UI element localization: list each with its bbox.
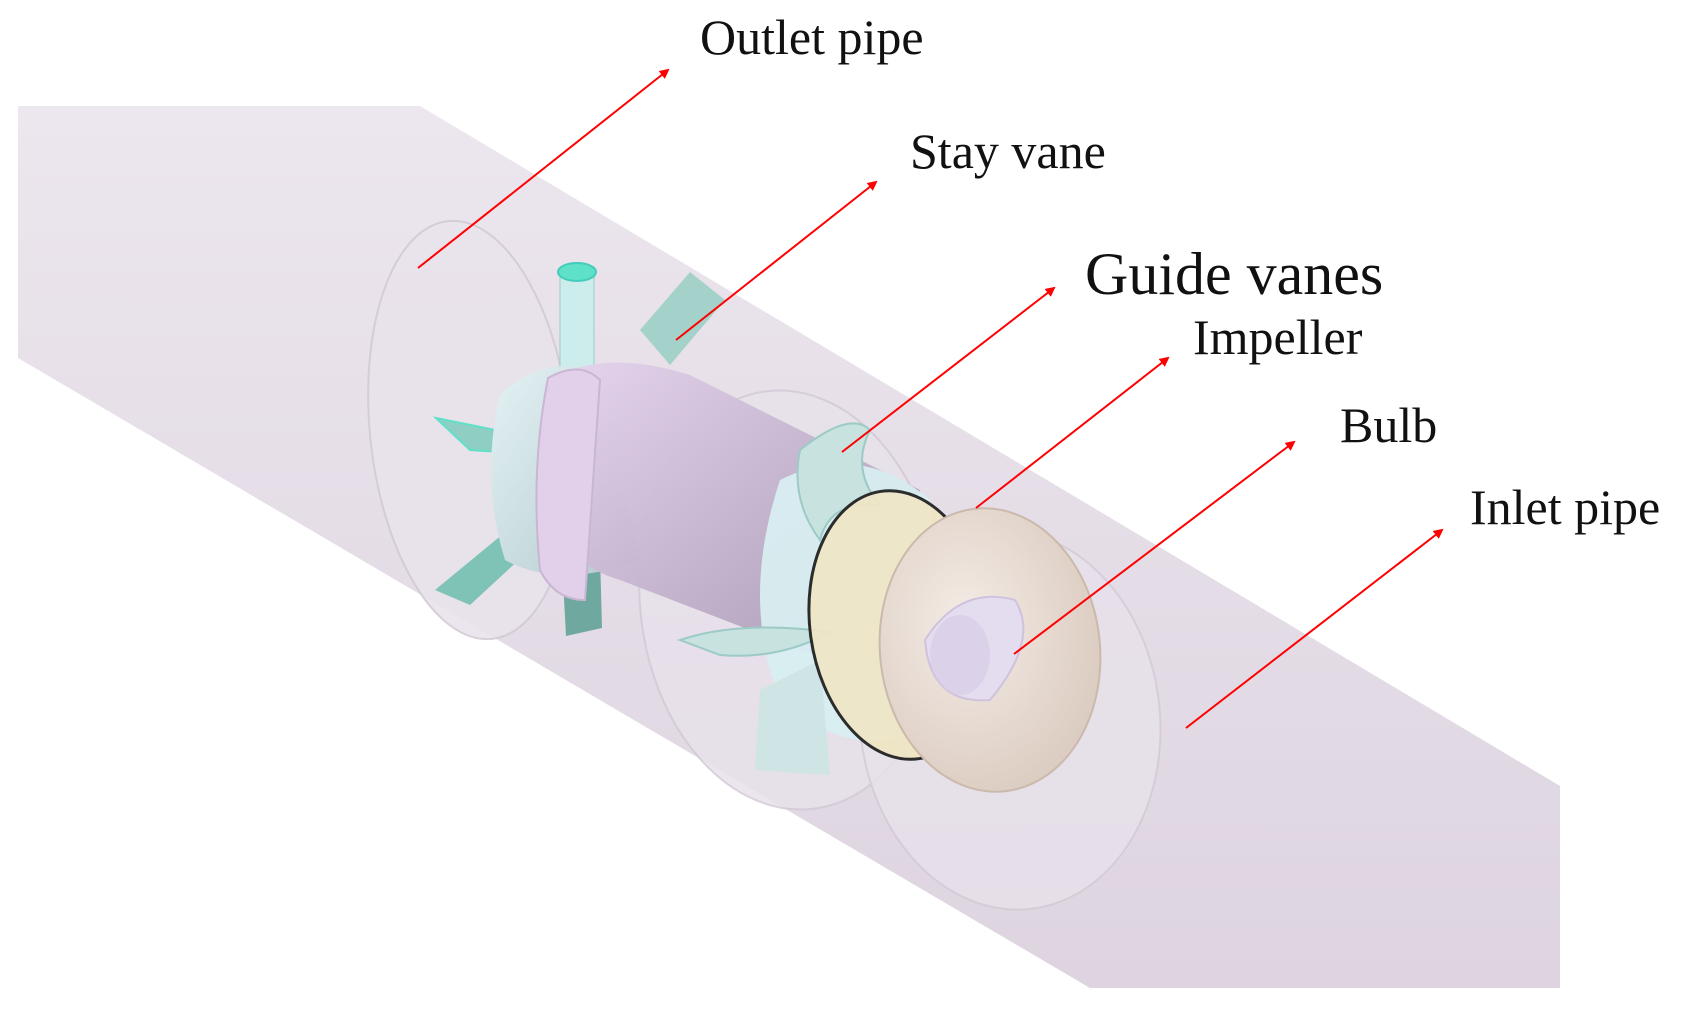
impeller-label: Impeller (1193, 309, 1363, 365)
bulb-label: Bulb (1340, 397, 1438, 453)
housing-ring (535, 368, 602, 602)
stay-vane-arrow (675, 180, 878, 341)
outlet-stub-top (557, 262, 597, 282)
guide-vanes-arrow (841, 286, 1056, 453)
guide-vanes-label: Guide vanes (1085, 241, 1384, 307)
outlet-stub (559, 271, 595, 373)
bulb-arrow (1013, 440, 1296, 655)
guide-vane-lower (755, 660, 830, 775)
inlet-pipe-label: Inlet pipe (1470, 479, 1661, 535)
stay-vane-top (640, 272, 725, 365)
inlet-pipe-arrow (1185, 528, 1444, 729)
outlet-pipe-arrow (417, 68, 670, 269)
stay-vane-label: Stay vane (910, 123, 1106, 179)
impeller-arrow (975, 356, 1170, 509)
outlet-pipe-label: Outlet pipe (700, 9, 924, 65)
bulb-cone-shade (930, 615, 990, 695)
